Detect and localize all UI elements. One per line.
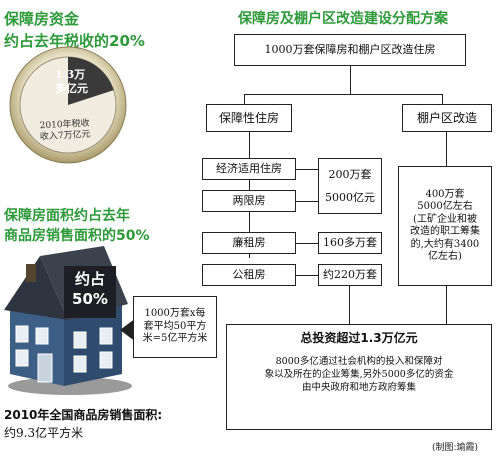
connector xyxy=(244,94,442,96)
fund-title-line1: 保障房资金 xyxy=(4,10,80,28)
door xyxy=(37,353,53,383)
window xyxy=(99,327,113,345)
window xyxy=(73,331,87,349)
sales-area-value: 约9.3亿平方米 xyxy=(4,426,84,440)
connector xyxy=(296,169,318,171)
house-roof-left xyxy=(4,256,68,320)
node-economic-housing: 经济适用住房 xyxy=(202,158,296,180)
node-public-share: 约220万套 xyxy=(318,264,382,286)
connector xyxy=(244,94,246,104)
node-total-investment: 总投资超过1.3万亿元 8000多亿通过社会机构的投入和保障对 象以及所在的企业… xyxy=(226,324,492,430)
window xyxy=(35,327,49,345)
note-pointer xyxy=(120,318,136,342)
connector xyxy=(350,66,352,94)
house-front-wall xyxy=(10,308,64,386)
connector xyxy=(349,286,351,324)
area-title-line1: 保障房面积约占去年 xyxy=(4,208,130,224)
connector xyxy=(296,201,318,203)
node-public-rental-housing: 公租房 xyxy=(202,264,296,286)
node-rental-share: 160多万套 xyxy=(318,232,382,254)
window xyxy=(99,351,113,369)
house-share-badge: 约占 50% xyxy=(64,266,116,318)
chimney xyxy=(26,264,36,282)
node-affordable-housing: 保障性住房 xyxy=(206,104,292,132)
pie-base-label: 2010年税收 收入7万亿元 xyxy=(39,118,91,143)
connector xyxy=(442,94,444,104)
node-limited-price-housing: 两限房 xyxy=(202,190,296,212)
connector xyxy=(446,286,448,324)
node-shanty-detail: 400万套 5000亿左右 (工矿企业和被 改造的职工筹集 的,大约有3400 … xyxy=(398,166,492,286)
node-shanty-renovation: 棚户区改造 xyxy=(402,104,492,132)
window xyxy=(15,325,29,343)
connector xyxy=(296,243,318,245)
diagram-title: 保障房及棚户区改造建设分配方案 xyxy=(238,11,448,27)
fund-title-line2: 约占去年税收的20% xyxy=(4,32,145,50)
connector xyxy=(446,132,448,166)
area-title-line2: 商品房销售面积的50% xyxy=(4,228,150,244)
node-total-housing: 1000万套保障房和棚户区改造住房 xyxy=(234,34,466,66)
pie-slice-share xyxy=(68,57,114,105)
investment-title: 总投资超过1.3万亿元 xyxy=(300,331,418,345)
node-econ-share: 200万套 5000亿元 xyxy=(318,158,382,214)
window xyxy=(73,355,87,373)
pie-slice-label: 1.3万 多亿元 xyxy=(55,68,88,95)
node-low-rent-housing: 廉租房 xyxy=(202,232,296,254)
window xyxy=(15,349,29,367)
image-credit: (制图:瑜霞) xyxy=(432,443,479,453)
connector xyxy=(296,275,318,277)
house-calc-note: 1000万套x每 套平均50平方 米=5亿平方米 xyxy=(133,296,217,358)
tax-pie-chart xyxy=(9,46,127,164)
sales-area-title: 2010年全国商品房销售面积: xyxy=(4,408,163,422)
investment-detail: 8000多亿通过社会机构的投入和保障对 象以及所在的企业筹集,另外5000多亿的… xyxy=(264,356,454,393)
